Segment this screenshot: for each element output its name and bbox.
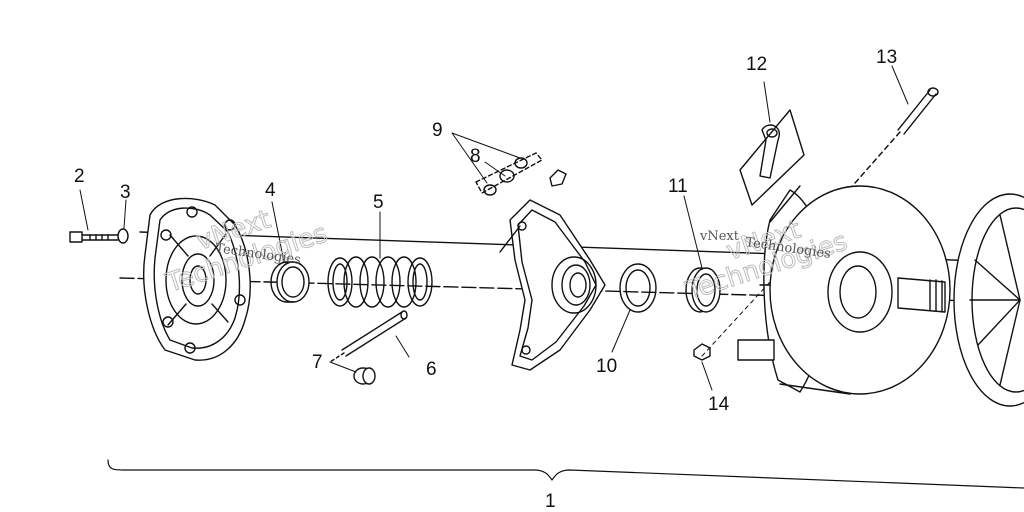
long-bolt-part-13 [839,87,939,201]
watermark-right-small-brand: vNext [699,229,740,244]
washer-part-3 [117,228,129,244]
callout-7: 7 [312,352,323,373]
fixed-sheave [737,185,951,395]
callout-5: 5 [373,192,384,213]
bolt-part-2 [69,231,119,243]
callout-14: 14 [708,394,730,415]
bushing-part-11 [685,267,721,313]
assembly-bracket [107,459,1024,489]
callout-12: 12 [746,54,767,75]
roller-part-7 [353,367,376,385]
spider-bracket [499,199,606,371]
hardware-parts-8-9 [475,152,567,196]
washer-part-10 [619,263,657,313]
callout-3: 3 [120,182,131,203]
callout-9: 9 [432,120,443,141]
callout-4: 4 [265,180,276,201]
spring-part-5 [327,256,433,308]
nut-part-14 [693,343,711,361]
pin-part-6 [329,310,408,363]
callout-8: 8 [470,146,481,167]
callouts: 2 3 4 5 6 7 8 9 10 11 12 13 14 1 [74,47,897,512]
shaft-and-rear-sheave [897,193,1024,407]
callout-1: 1 [545,491,556,512]
callout-2: 2 [74,166,85,187]
callout-10: 10 [596,356,617,377]
bushing-part-4 [270,261,310,303]
cover-plate [143,197,251,361]
decal-part-12 [739,109,805,206]
callout-6: 6 [426,359,437,380]
callout-11: 11 [668,176,688,197]
leader-lines [79,65,909,391]
callout-13: 13 [876,47,897,68]
